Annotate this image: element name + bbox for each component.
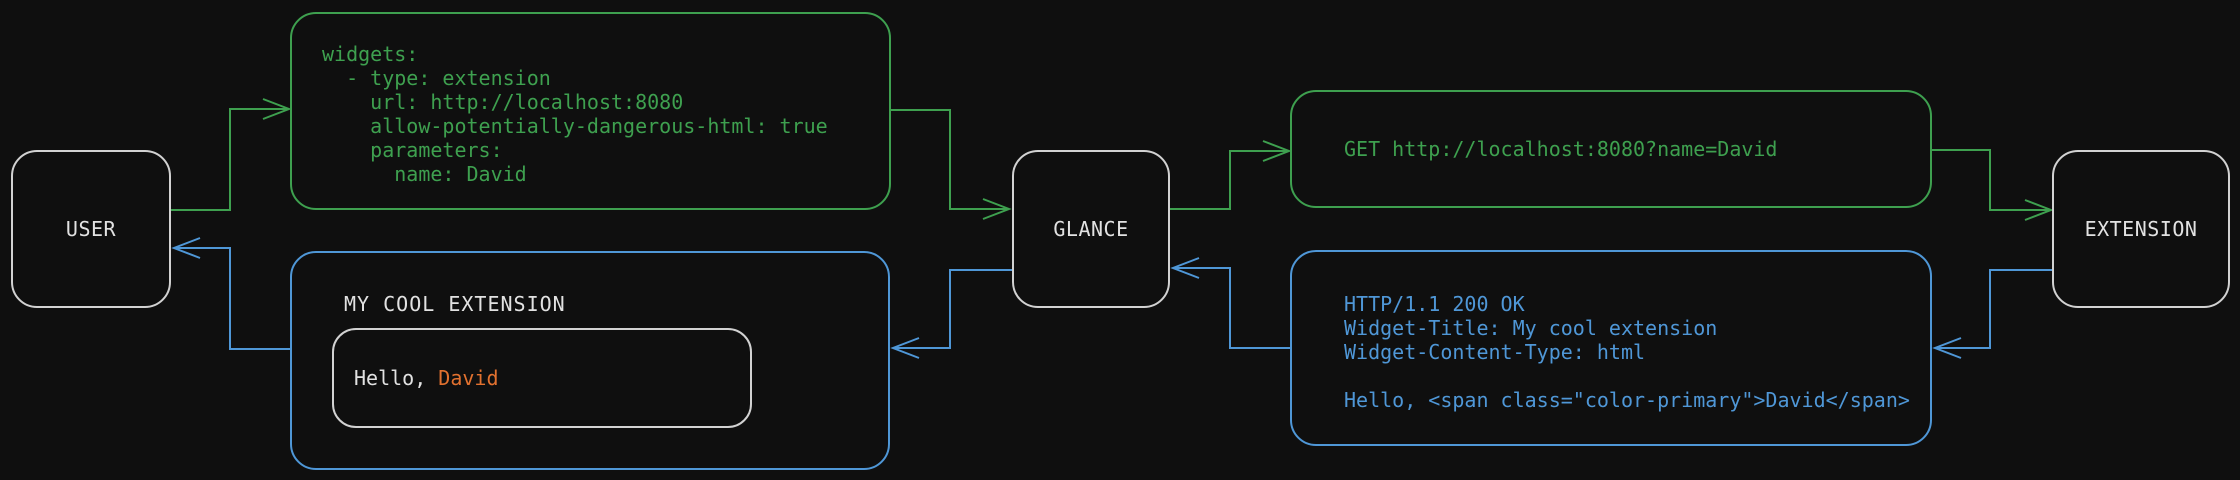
arrow-glance-to-request: [1170, 140, 1292, 210]
arrow-glance-to-widget: [890, 269, 1012, 359]
http-request-box: GET http://localhost:8080?name=David: [1290, 90, 1932, 208]
response-line: Widget-Title: My cool extension: [1344, 316, 1718, 340]
arrowhead-left-icon: [1170, 257, 1200, 279]
extension-node-label: EXTENSION: [2084, 217, 2198, 241]
arrowhead-right-icon: [1262, 140, 1292, 162]
arrow-extension-to-response: [1932, 269, 2052, 359]
config-yaml-box: widgets: - type: extension url: http://l…: [290, 12, 891, 210]
glance-node-label: GLANCE: [1053, 217, 1129, 241]
greeting-prefix: Hello,: [354, 366, 439, 390]
response-line: [1344, 364, 1910, 388]
arrow-config-to-glance: [891, 109, 1012, 220]
widget-title: MY COOL EXTENSION: [344, 292, 566, 316]
arrowhead-right-icon: [982, 198, 1012, 220]
response-line: Hello, <span class="color-primary">David…: [1344, 388, 1910, 412]
arrow-response-to-glance: [1170, 257, 1290, 349]
widget-greeting-box: Hello, David: [332, 328, 752, 428]
response-line: HTTP/1.1 200 OK: [1344, 292, 1525, 316]
greeting-name: David: [438, 366, 499, 390]
config-line: url: http://localhost:8080: [322, 90, 684, 114]
arrow-widget-to-user: [171, 237, 290, 350]
arrowhead-right-icon: [2024, 199, 2054, 221]
glance-node: GLANCE: [1012, 150, 1170, 308]
arrow-user-to-config: [171, 98, 292, 211]
arrowhead-left-icon: [171, 237, 201, 259]
arrow-request-to-extension: [1932, 149, 2054, 221]
user-node: USER: [11, 150, 171, 308]
request-line: GET http://localhost:8080?name=David: [1344, 137, 1778, 161]
config-line: - type: extension: [322, 66, 551, 90]
rendered-widget-box: MY COOL EXTENSION Hello, David: [290, 251, 890, 470]
widget-greeting: Hello, David: [354, 366, 499, 390]
config-line: name: David: [322, 162, 527, 186]
http-response-box: HTTP/1.1 200 OK Widget-Title: My cool ex…: [1290, 250, 1932, 446]
extension-node: EXTENSION: [2052, 150, 2230, 308]
arrowhead-left-icon: [890, 337, 920, 359]
arrowhead-right-icon: [262, 98, 292, 120]
response-line: Widget-Content-Type: html: [1344, 340, 1646, 364]
config-line: widgets:: [322, 42, 419, 66]
config-line: parameters:: [322, 138, 503, 162]
user-node-label: USER: [65, 217, 117, 241]
config-line: allow-potentially-dangerous-html: true: [322, 114, 828, 138]
arrowhead-left-icon: [1932, 337, 1962, 359]
